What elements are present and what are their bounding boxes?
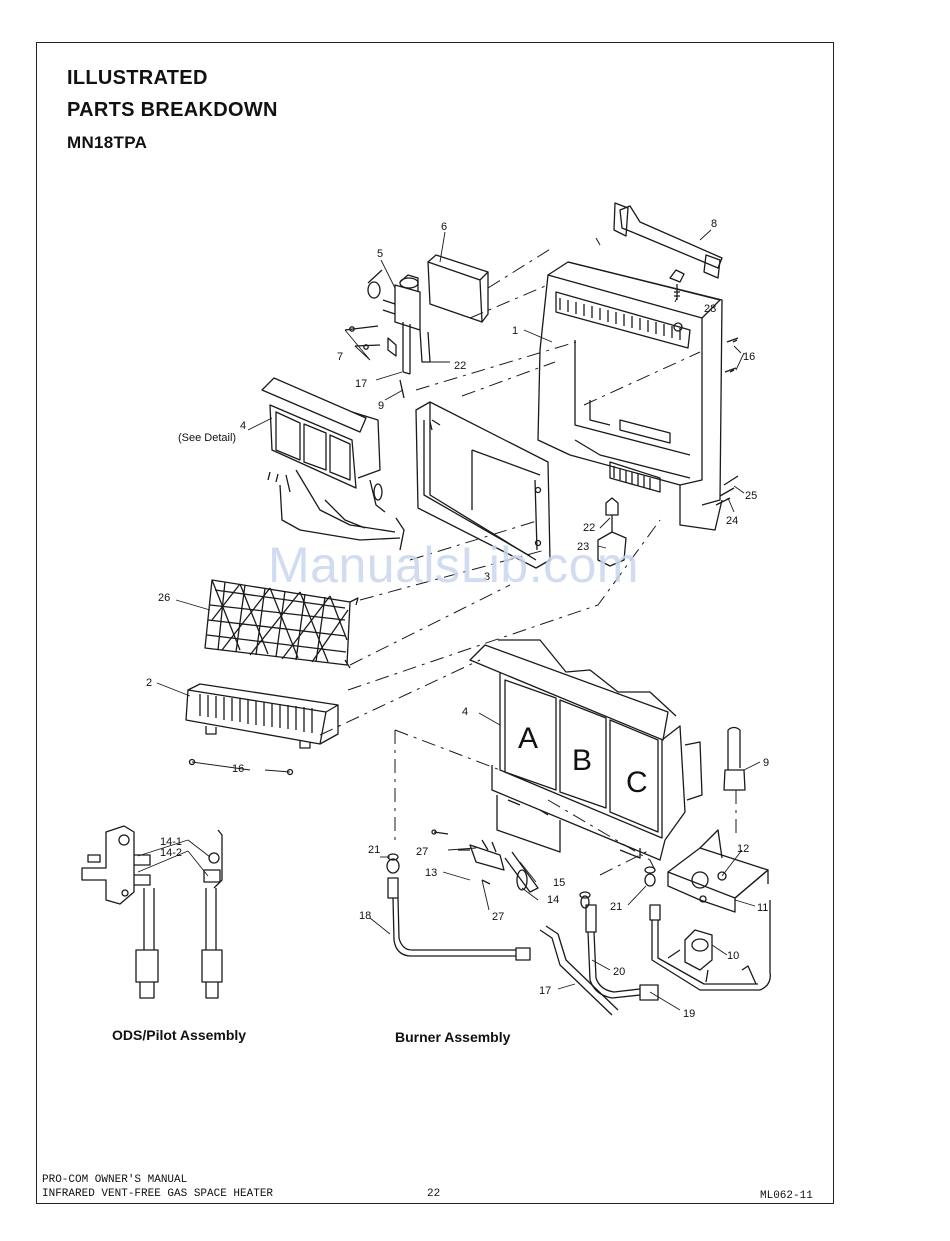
part-label-11: 11 bbox=[757, 902, 768, 914]
burner-assembly-caption: Burner Assembly bbox=[395, 1029, 510, 1045]
part-label-8: 8 bbox=[711, 218, 717, 230]
document-code: ML062-11 bbox=[760, 1190, 813, 1202]
part-label-17-bottom: 17 bbox=[539, 985, 551, 997]
part-label-28: 28 bbox=[704, 303, 716, 315]
part-label-16-bottom: 16 bbox=[232, 763, 244, 775]
part-label-9-right: 9 bbox=[763, 757, 769, 769]
part-label-14: 14 bbox=[547, 894, 559, 906]
part-label-5: 5 bbox=[377, 248, 383, 260]
burner-label-c: C bbox=[626, 766, 648, 799]
part-label-4-burner: 4 bbox=[462, 706, 468, 718]
burner-label-b: B bbox=[572, 744, 592, 777]
see-detail-note: (See Detail) bbox=[178, 432, 236, 444]
watermark: ManualsLib.com bbox=[268, 536, 639, 594]
part-label-10: 10 bbox=[727, 950, 739, 962]
leader-lines bbox=[138, 230, 760, 1010]
part-label-27-a: 27 bbox=[416, 846, 428, 858]
bottom-grille bbox=[186, 684, 338, 775]
valve-assembly bbox=[345, 255, 488, 398]
part-label-21-left: 21 bbox=[368, 844, 380, 856]
part-label-12: 12 bbox=[737, 843, 749, 855]
footer-manual-title: PRO-COM OWNER'S MANUAL bbox=[42, 1174, 187, 1186]
gas-tubes bbox=[387, 859, 770, 1015]
part-label-20: 20 bbox=[613, 966, 625, 978]
ods-pilot-caption: ODS/Pilot Assembly bbox=[112, 1027, 246, 1043]
part-label-21-right: 21 bbox=[610, 901, 622, 913]
part-label-4-top: 4 bbox=[240, 420, 246, 432]
part-label-22-top: 22 bbox=[454, 360, 466, 372]
part-label-14-2: 14-2 bbox=[160, 847, 182, 859]
part-label-19: 19 bbox=[683, 1008, 695, 1020]
part-label-16-top: 16 bbox=[743, 351, 755, 363]
part-label-26: 26 bbox=[158, 592, 170, 604]
part-label-18: 18 bbox=[359, 910, 371, 922]
part-label-9-top: 9 bbox=[378, 400, 384, 412]
part-label-15: 15 bbox=[553, 877, 565, 889]
part-label-24: 24 bbox=[726, 515, 738, 527]
part-label-7: 7 bbox=[337, 351, 343, 363]
part-label-6: 6 bbox=[441, 221, 447, 233]
part-label-25: 25 bbox=[745, 490, 757, 502]
part-label-2: 2 bbox=[146, 677, 152, 689]
part-label-22-mid: 22 bbox=[583, 522, 595, 534]
top-bracket bbox=[614, 203, 722, 278]
part-label-13: 13 bbox=[425, 867, 437, 879]
control-knob-28 bbox=[670, 270, 684, 300]
page-number: 22 bbox=[427, 1188, 440, 1200]
burner-label-a: A bbox=[518, 722, 538, 755]
footer-product: INFRARED VENT-FREE GAS SPACE HEATER bbox=[42, 1188, 273, 1200]
part-label-1: 1 bbox=[512, 325, 518, 337]
cabinet-back bbox=[538, 262, 722, 530]
part-label-27-b: 27 bbox=[492, 911, 504, 923]
part-label-17-top: 17 bbox=[355, 378, 367, 390]
